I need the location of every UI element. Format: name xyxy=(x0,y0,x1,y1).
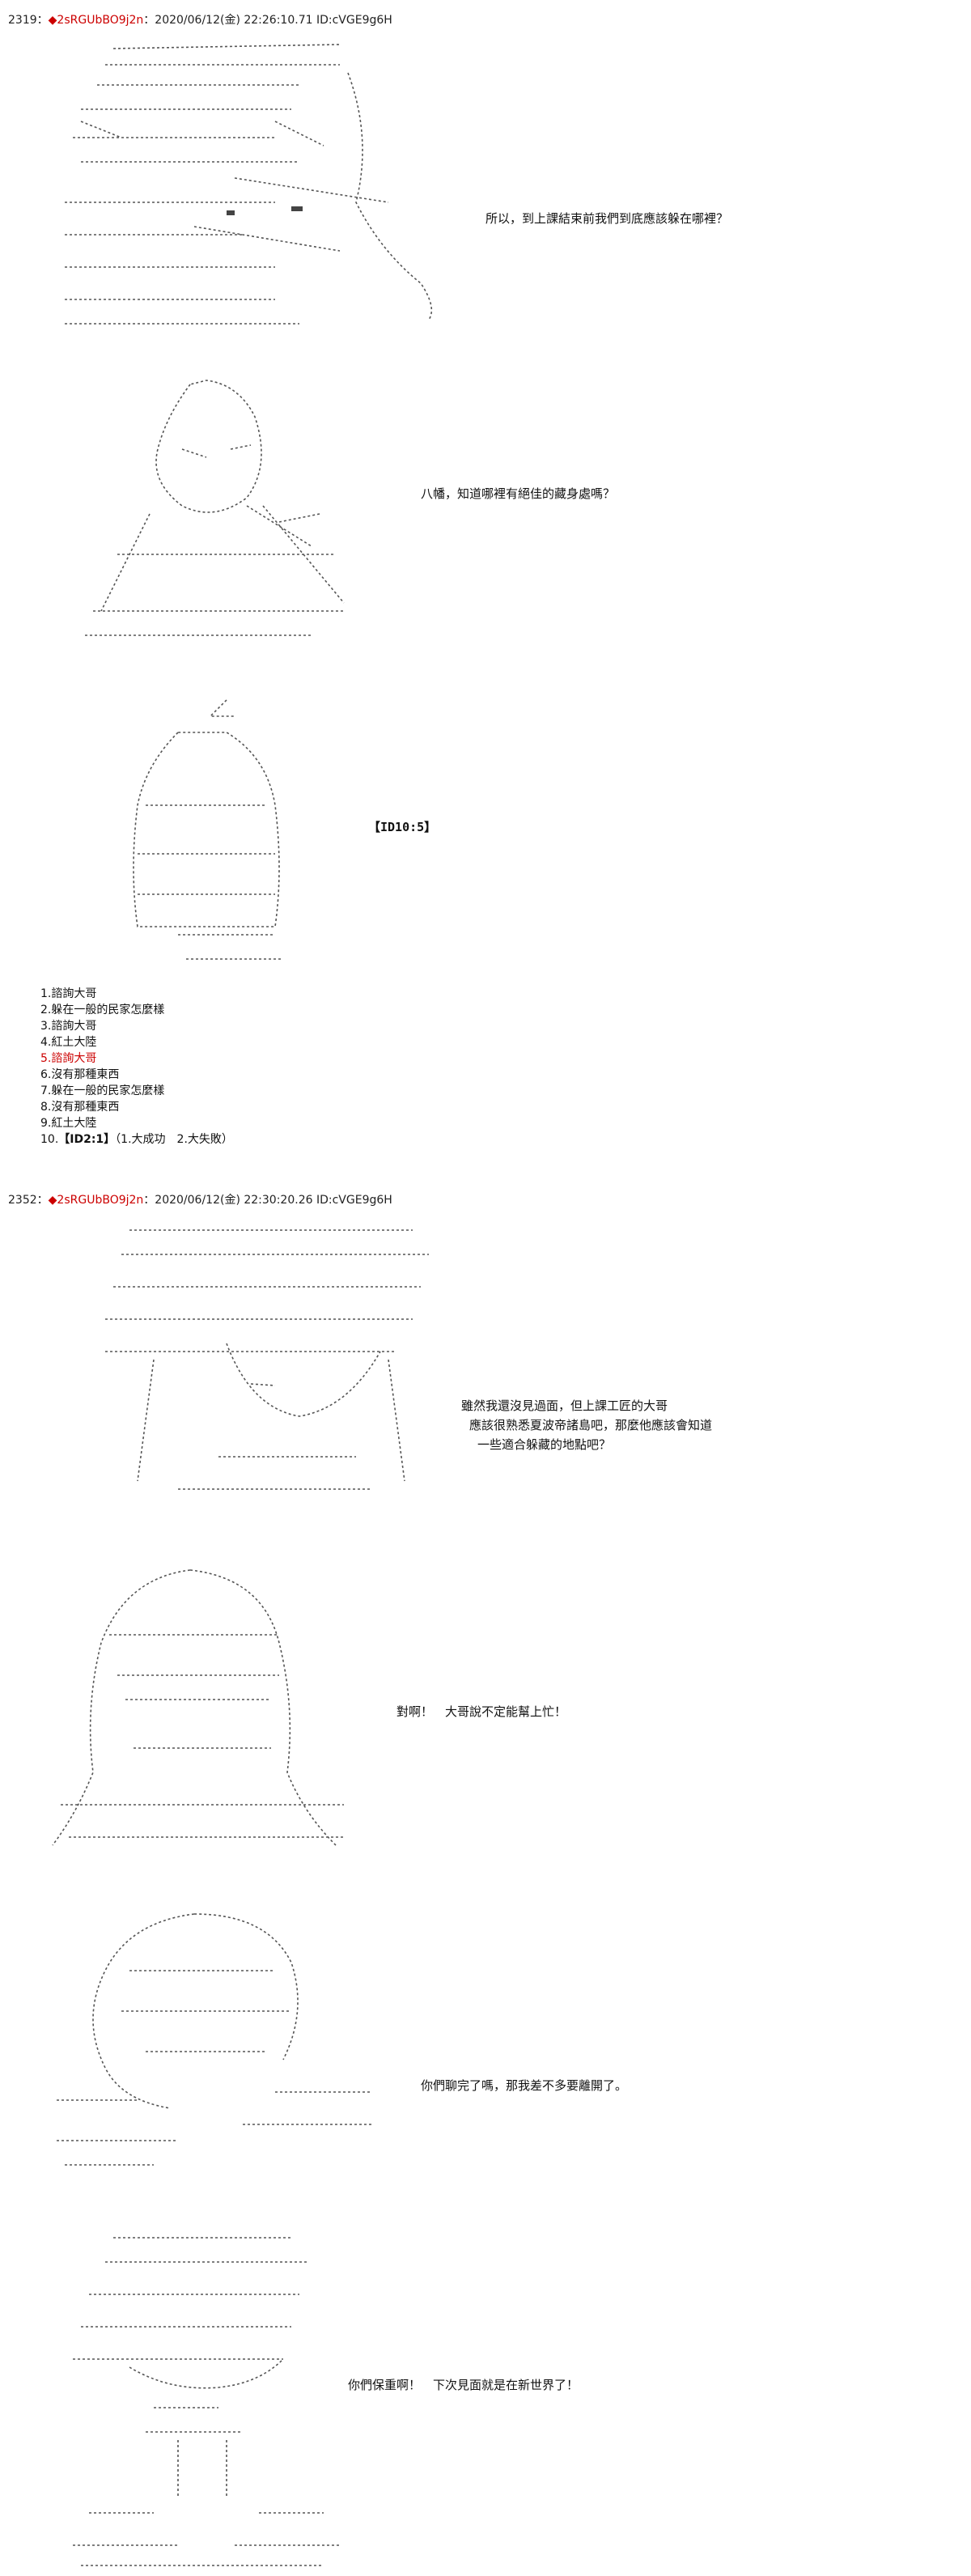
choice-item: 8.沒有那種東西 xyxy=(40,1101,120,1114)
post-header: 2319：◆2sRGUbBO9j2n：2020/06/12(金) 22:26:1… xyxy=(8,14,392,27)
dialogue-line: 你們保重啊！ 下次見面就是在新世界了！ xyxy=(348,2378,579,2392)
dialogue-line: 應該很熟悉夏波帝諸島吧，那麼他應該會知道 xyxy=(469,1418,713,1432)
ascii-art-drawing xyxy=(73,2237,340,2566)
diamond-icon: ◆ xyxy=(48,14,57,27)
ascii-art-drawing xyxy=(85,380,345,636)
dialogue-line: 八幡，知道哪裡有絕佳的藏身處嗎？ xyxy=(421,486,616,501)
post-datetime: 2020/06/12(金) 22:30:20.26 xyxy=(155,1194,313,1207)
ascii-art-figure xyxy=(69,368,376,643)
choice-item-final: 10.【ID2:1】（1.大成功 2.大失敗） xyxy=(40,1133,233,1146)
ascii-art-drawing xyxy=(65,44,433,325)
ascii-art-drawing xyxy=(57,1913,372,2166)
post-number: 2352 xyxy=(8,1194,37,1207)
post-trip[interactable]: 2sRGUbBO9j2n xyxy=(57,14,144,27)
choice-list: 1.諮詢大哥 2.躲在一般的民家怎麼樣 3.諮詢大哥 4.紅土大陸 5.諮詢大哥… xyxy=(40,986,233,1148)
choice-item: 7.躲在一般的民家怎麼樣 xyxy=(40,1084,165,1097)
post-datetime: 2020/06/12(金) 22:26:10.71 xyxy=(155,14,313,27)
post-trip[interactable]: 2sRGUbBO9j2n xyxy=(57,1194,144,1207)
ascii-art-drawing xyxy=(52,1569,344,1846)
choice-item: 1.諮詢大哥 xyxy=(40,987,97,1000)
ascii-art-figure xyxy=(49,1906,372,2173)
choice-item: 3.諮詢大哥 xyxy=(40,1020,97,1033)
poll-id-label: 【ID10:5】 xyxy=(368,820,437,834)
ascii-art-figure xyxy=(81,692,307,983)
diamond-icon: ◆ xyxy=(48,1194,57,1207)
dialogue-line: 一些適合躲藏的地點吧？ xyxy=(477,1437,612,1452)
ascii-art-figure xyxy=(89,1214,445,1513)
choice-item: 6.沒有那種東西 xyxy=(40,1068,120,1081)
choice-item: 4.紅土大陸 xyxy=(40,1036,97,1049)
dialogue-line: 所以，到上課結束前我們到底應該躲在哪裡？ xyxy=(486,211,729,226)
choice-item: 2.躲在一般的民家怎麼樣 xyxy=(40,1004,165,1016)
post-id: ID:cVGE9g6H xyxy=(316,1194,392,1207)
final-id-roll: 【ID2:1】 xyxy=(58,1133,116,1146)
ascii-art-drawing xyxy=(133,699,283,960)
dialogue-block: 雖然我還沒見過面，但上課工匠的大哥 應該很熟悉夏波帝諸島吧，那麼他應該會知道 一… xyxy=(461,1396,712,1454)
post-id: ID:cVGE9g6H xyxy=(316,14,392,27)
ascii-art-figure xyxy=(57,2230,356,2570)
choice-item-selected: 5.諮詢大哥 xyxy=(40,1052,97,1065)
ascii-art-figure xyxy=(32,40,445,348)
dialogue-line: 對啊！ 大哥說不定能幫上忙！ xyxy=(396,1704,567,1719)
dialogue-line: 你們聊完了嗎，那我差不多要離開了。 xyxy=(421,2078,628,2093)
choice-item: 9.紅土大陸 xyxy=(40,1117,97,1130)
ascii-art-drawing xyxy=(105,1229,429,1490)
post-number: 2319 xyxy=(8,14,37,27)
ascii-art-figure xyxy=(36,1562,360,1861)
dialogue-line: 雖然我還沒見過面，但上課工匠的大哥 xyxy=(461,1398,668,1413)
post-header: 2352：◆2sRGUbBO9j2n：2020/06/12(金) 22:30:2… xyxy=(8,1194,392,1207)
